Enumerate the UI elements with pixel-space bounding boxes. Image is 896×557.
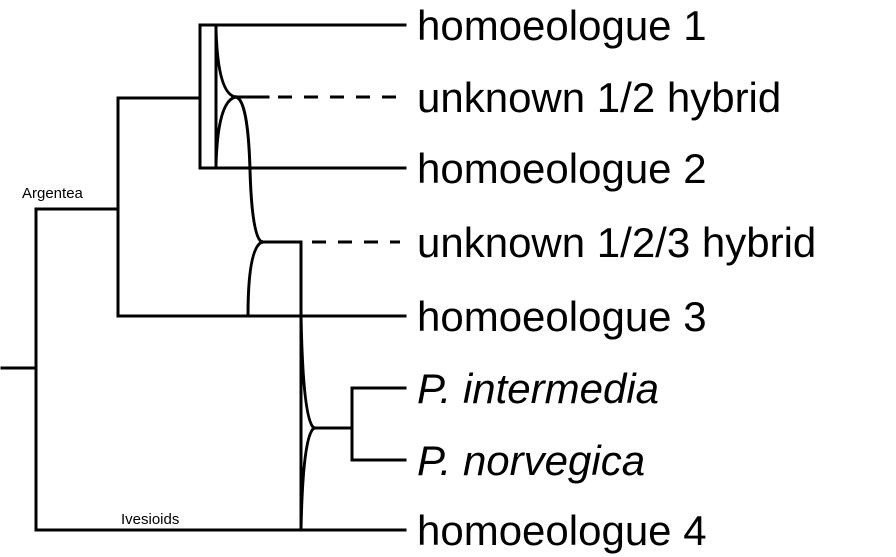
tip-label-homoeologue-2: homoeologue 2: [417, 145, 707, 192]
tip-label-homoeologue-4: homoeologue 4: [417, 507, 707, 554]
tip-label-homoeologue-3: homoeologue 3: [417, 293, 707, 340]
hybrid-123-arc-bottom: [246, 240, 264, 318]
clade-label-ivesioids: Ivesioids: [121, 511, 179, 528]
tip-label-p-norvegica: P. norvegica: [417, 437, 645, 484]
hybrid-123-arc-top: [234, 95, 264, 244]
pn-clade-arc-top: [299, 314, 317, 431]
hybrid-12-arc-bottom: [214, 95, 238, 166]
tip-label-homoeologue-1: homoeologue 1: [417, 2, 707, 49]
hybrid-12-arc-top: [214, 28, 238, 99]
tip-label-p-intermedia: P. intermedia: [417, 365, 659, 412]
tip-label-unknown-1-2-hybrid: unknown 1/2 hybrid: [417, 74, 781, 121]
clade-label-argentea: Argentea: [22, 185, 84, 202]
tip-label-unknown-1-2-3-hybrid: unknown 1/2/3 hybrid: [417, 219, 816, 266]
pn-clade-arc-bottom: [299, 425, 317, 530]
